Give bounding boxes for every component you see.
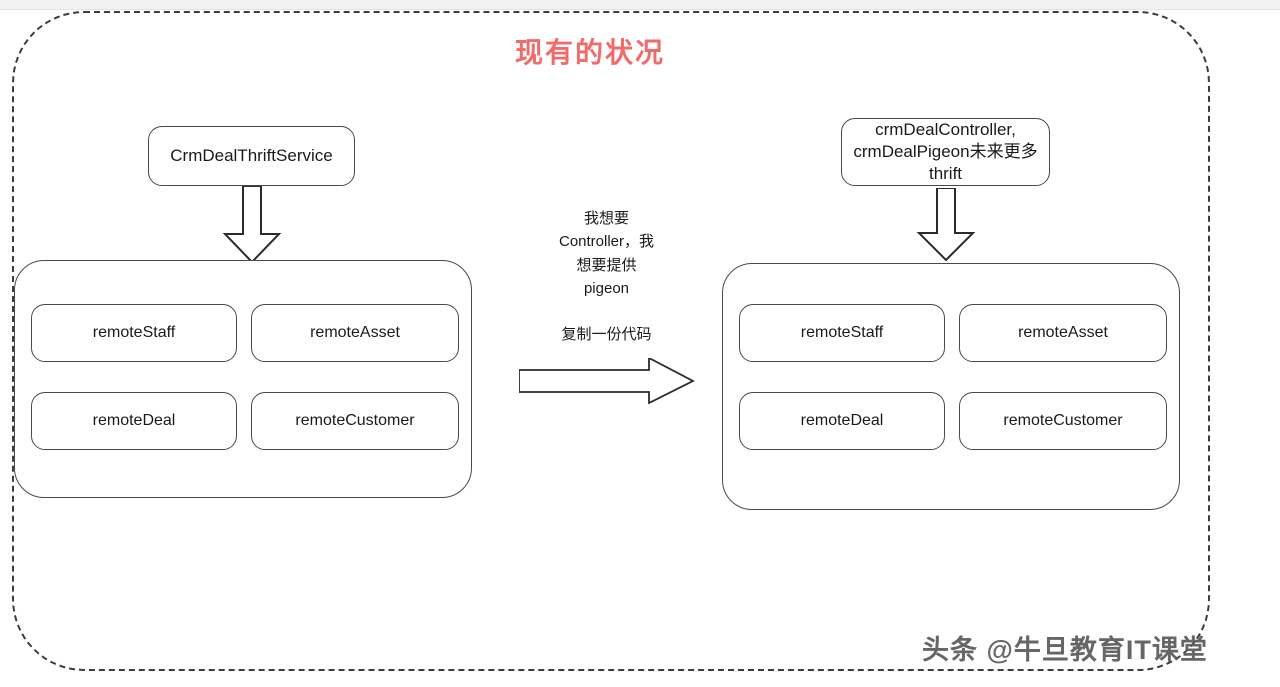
right-service-remote-staff[interactable]: remoteStaff <box>739 304 945 362</box>
watermark-text: 头条 @牛旦教育IT课堂 <box>922 635 1208 665</box>
right-header-line-2: crmDealPigeon未来更多 <box>853 141 1038 161</box>
middle-action-label: 复制一份代码 <box>561 326 652 343</box>
left-service-remote-customer[interactable]: remoteCustomer <box>251 392 459 450</box>
page-title: 现有的状况 <box>514 37 665 68</box>
right-header-line-1: crmDealController, <box>875 119 1016 139</box>
middle-note-line-3: 想要提供 <box>576 256 637 274</box>
middle-note-text: 我想要 Controller，我 想要提供 pigeon <box>529 207 684 300</box>
right-service-label: remoteStaff <box>800 323 884 341</box>
left-service-label: remoteDeal <box>92 411 176 429</box>
center-right-arrow-icon <box>519 358 695 404</box>
left-service-label: remoteCustomer <box>295 411 415 429</box>
top-edge-strip <box>0 0 1280 10</box>
right-service-remote-customer[interactable]: remoteCustomer <box>959 392 1167 450</box>
dashed-outline-frame <box>12 11 1210 671</box>
right-header-line-3: thrift <box>928 164 963 184</box>
left-header-box[interactable]: CrmDealThriftService <box>148 126 355 186</box>
right-service-container: remoteStaff remoteAsset remoteDeal remot… <box>722 263 1180 510</box>
left-header-label: CrmDealThriftService <box>170 145 333 165</box>
left-service-remote-asset[interactable]: remoteAsset <box>251 304 459 362</box>
left-service-label: remoteAsset <box>310 323 400 341</box>
middle-note-line-2: Controller，我 <box>558 233 655 251</box>
right-service-label: remoteCustomer <box>1003 411 1123 429</box>
right-service-remote-asset[interactable]: remoteAsset <box>959 304 1167 362</box>
right-header-box[interactable]: crmDealController, crmDealPigeon未来更多 thr… <box>841 118 1050 186</box>
left-service-label: remoteStaff <box>92 323 176 341</box>
left-service-remote-staff[interactable]: remoteStaff <box>31 304 237 362</box>
right-service-label: remoteDeal <box>800 411 884 429</box>
right-down-arrow-icon <box>916 188 976 262</box>
left-service-container: remoteStaff remoteAsset remoteDeal remot… <box>14 260 472 498</box>
right-service-remote-deal[interactable]: remoteDeal <box>739 392 945 450</box>
right-service-label: remoteAsset <box>1018 323 1108 341</box>
left-down-arrow-icon <box>222 186 282 264</box>
left-service-remote-deal[interactable]: remoteDeal <box>31 392 237 450</box>
middle-note-line-1: 我想要 <box>583 210 629 227</box>
middle-note-line-4: pigeon <box>583 279 630 297</box>
